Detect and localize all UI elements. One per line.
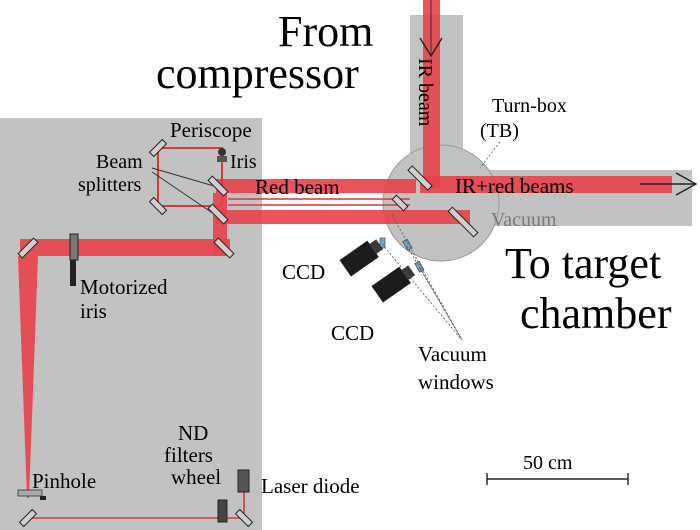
laser-diode-icon	[237, 469, 250, 493]
mirror-bottom-right	[234, 508, 254, 528]
label-ir-beam: IR beam	[414, 58, 436, 127]
label-red-beam: Red beam	[255, 175, 340, 199]
beam-splitter-2	[207, 203, 229, 225]
beam-splitters-leader-2	[151, 171, 215, 215]
motorized-iris-post	[70, 260, 76, 286]
label-chamber: chamber	[520, 289, 672, 338]
incoming-arrow-head	[419, 37, 443, 58]
ccd-camera-1	[339, 239, 384, 277]
label-tb: (TB)	[480, 120, 519, 142]
label-nd: ND	[178, 421, 208, 445]
mirror-turnbox-mid	[391, 194, 409, 212]
label-filters: filters	[164, 443, 213, 467]
red-beam-diverging	[18, 256, 38, 498]
mirror-turnbox-top	[407, 165, 433, 191]
nd-filter-wheel-icon	[217, 499, 228, 523]
pinhole-icon	[17, 489, 43, 497]
mirror-lower-right	[213, 237, 235, 259]
label-splitters: splitters	[78, 174, 142, 196]
pinhole-post	[40, 496, 46, 500]
red-beam-upper	[216, 179, 416, 193]
turn-box-leader	[479, 141, 501, 169]
label-iris: Iris	[230, 151, 257, 173]
label-vacuum: Vacuum	[491, 209, 557, 231]
mirror-lower-left	[17, 237, 39, 259]
label-scale: 50 cm	[523, 452, 573, 474]
mirror-periscope-top	[148, 138, 168, 158]
label-laser-diode: Laser diode	[261, 474, 360, 498]
label-ccd-1: CCD	[282, 260, 325, 284]
ir-red-beam-output	[420, 176, 672, 193]
output-arrow-head	[675, 172, 698, 196]
label-vacuum-windows-1: Vacuum	[418, 342, 487, 366]
label-turn-box: Turn-box	[492, 95, 567, 117]
label-wheel: wheel	[171, 465, 221, 489]
red-beam-lower	[216, 210, 470, 224]
label-vacuum-windows-2: windows	[418, 370, 494, 394]
vacuum-window-1	[379, 237, 386, 249]
label-periscope: Periscope	[170, 118, 252, 142]
iris-mount	[217, 156, 227, 162]
mirror-periscope-bottom-left	[148, 196, 168, 216]
label-compressor: compressor	[156, 49, 359, 98]
beam-splitter-1	[207, 175, 229, 197]
label-pinhole: Pinhole	[32, 469, 96, 493]
label-beam: Beam	[96, 151, 143, 173]
red-beam-horizontal-low	[20, 239, 230, 256]
label-motorized-iris: iris	[80, 299, 107, 323]
ccd-camera-2	[371, 265, 416, 303]
motorized-iris-icon	[69, 233, 79, 261]
beam-splitters-leader-1	[151, 167, 215, 187]
iris-icon	[218, 148, 226, 156]
vacuum-window-leader-1	[381, 243, 463, 341]
label-to-target: To target	[505, 239, 661, 288]
label-ir-red-beams: IR+red beams	[455, 174, 574, 198]
label-motorized: Motorized	[80, 275, 168, 299]
mirror-bottom-left	[18, 508, 38, 528]
mirror-turnbox-right	[447, 206, 479, 238]
label-from: From	[278, 7, 373, 56]
label-ccd-2: CCD	[331, 321, 374, 345]
